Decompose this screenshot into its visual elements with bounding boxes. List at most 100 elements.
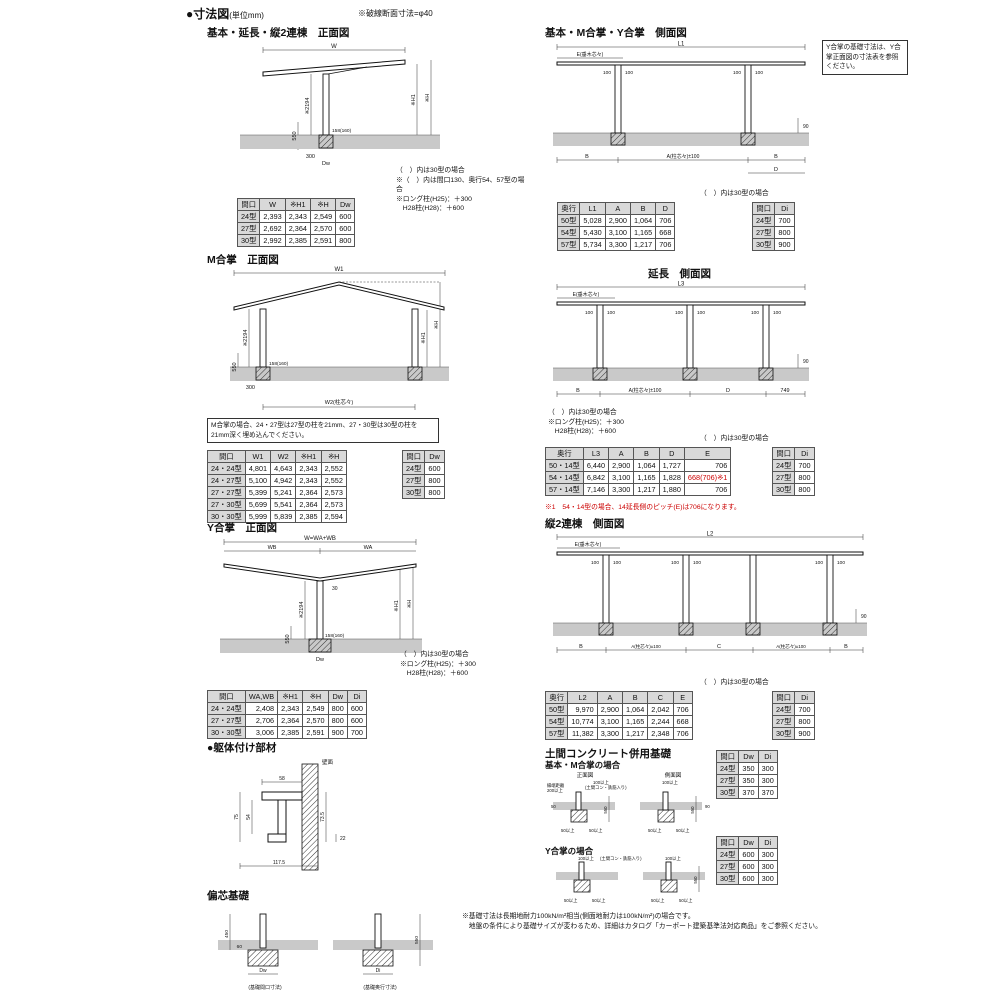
min100-label: 100以上 [593,779,609,785]
table-cell: 800 [794,483,815,496]
dim-dw-label: Dw [259,968,267,974]
dim-735-label: 73.5 [320,812,326,822]
doma-sub1: 基本・M合掌の場合 [545,760,621,770]
table-cell: 300 [757,774,778,787]
table-header-cell: E [683,447,732,460]
doma-basic-diagram: 正面図 側面図 縁端距離 200以上 100以上 (土間コン・鉄筋入り) 550… [547,771,710,833]
note-line: （ ）内は30型の場合 [396,167,465,174]
table-cell: 6,440 [582,459,610,472]
footing [308,638,332,653]
front-basic-diagram: W ※2194 158(160) 550 300 Dw ※H1 ※H [240,44,440,167]
wall-label: 壁面 [322,758,334,766]
table-row-header: 27型 [236,222,261,235]
dim-2194-label: ※2194 [304,98,311,115]
dim-22-label: 22 [340,836,346,842]
dim-lines [556,534,864,653]
table-cell: 800 [424,474,445,487]
table-row-header: 24型 [771,459,796,472]
dim-e-label: E(垂木芯々) [577,51,604,58]
dim-embed-label: 158(160) [325,633,345,639]
table-row-header: 27型 [401,474,426,487]
tandem-side-note: （ ）内は30型の場合 [700,679,769,686]
table-cell: 3,300 [596,727,624,740]
post-2 [686,304,694,369]
henshin-side: 550 Di (基礎奥行寸法) [333,913,433,991]
table-cell: 600 [738,872,759,885]
dim-a-label: A(柱芯々)±100 [629,387,662,394]
min50-label: 50以上 [679,897,693,903]
dim-wa-label: WA [364,545,373,551]
table-cell: 370 [738,786,759,799]
table-row-header: 30型 [715,872,740,885]
table-header-cell: Dw [738,836,759,849]
table-cell: 2,706 [244,714,279,727]
table-cell: 700 [346,726,368,739]
table-cell: 668 [672,715,693,728]
dim-30-label: 30 [332,586,338,592]
table-header-cell: A [596,691,624,704]
dim-w-label: W=WA+WB [304,536,336,542]
roof-side [556,61,806,66]
table-cell: 2,408 [244,702,279,715]
dim-dw-label: Dw [322,161,330,167]
wall-section [301,763,319,871]
henshin-diagram: 450 60 Dw (基礎間口寸法) 550 Di (基礎奥行寸法) [218,913,433,991]
table-cell: 5,541 [270,498,297,511]
footing-front [610,132,626,146]
dim-550-label: 550 [414,936,420,944]
dim-b-label: B [585,154,589,160]
table-cell: 2,364 [295,486,322,499]
table-cell: 2,594 [320,510,347,523]
caption-front: (基礎間口寸法) [248,984,282,991]
table-header-cell: 奥行 [545,447,584,460]
dim-550-label: 550 [693,876,698,884]
post-front [614,64,622,134]
table-cell: 1,217 [633,483,660,496]
footing-rear [740,132,756,146]
table-header-cell: Di [346,690,368,703]
note-line: H28柱(H28)：＋600 [396,205,464,213]
table-header-cell: Di [757,836,778,849]
table-header-cell: L1 [579,202,606,215]
table-header-cell: ※H [302,690,329,703]
table-cell: 10,774 [567,715,598,728]
table-row-header: 57型 [544,727,569,740]
butterfly-roof [223,563,417,582]
dim-90-label: 90 [803,359,809,365]
table-cell: 800 [335,234,356,247]
table-cell: 600 [738,848,759,861]
table-cell: 5,028 [579,214,606,227]
table-cell: 3,100 [604,226,631,239]
table-cell: 2,992 [259,234,286,247]
table-cell: 706 [655,238,676,251]
dim-e-label: E(垂木芯々) [573,291,600,298]
dim-lines [556,44,806,174]
table-cell: 4,643 [270,462,297,475]
post-4 [826,554,834,624]
table-cell: 4,801 [244,462,272,475]
table-cell: 2,385 [277,726,304,739]
table-cell: 706 [672,727,693,740]
y-gassho-notes: （ ）内は30型の場合 ※ロング柱(H25)：＋300 H28柱(H28)：＋6… [400,650,512,679]
dim-100-label: 100 [733,70,741,76]
dim-di-label: Di [376,968,381,974]
bottom-note: ※基礎寸法は長期地耐力100kN/m²相当(側面地耐力は100kN/m²)の場合… [462,912,907,931]
dim-100-label: 100 [815,560,823,566]
min50-label: 50以上 [589,827,603,833]
min50-label: 50以上 [648,827,662,833]
table-header-cell: Di [794,691,815,704]
